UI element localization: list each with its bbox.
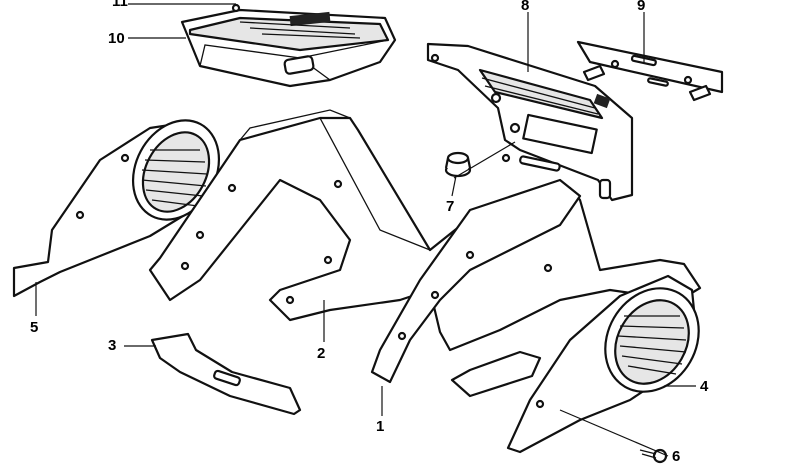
screw-part xyxy=(639,448,668,464)
right-upright xyxy=(370,178,582,398)
callout-6: 6 xyxy=(672,448,681,465)
callout-2: 2 xyxy=(317,345,326,362)
strip-bracket xyxy=(576,40,724,102)
central-frame xyxy=(148,109,702,352)
callout-1: 1 xyxy=(376,418,385,435)
callout-10: 10 xyxy=(108,30,125,47)
left-speaker-cover xyxy=(12,119,221,298)
radio-console-unit xyxy=(180,3,397,88)
callout-5: 5 xyxy=(30,319,39,336)
mounting-bracket xyxy=(426,42,634,202)
callout-9: 9 xyxy=(637,0,646,14)
leader-lines xyxy=(35,3,696,457)
callout-11: 11 xyxy=(112,0,128,10)
right-speaker-cover xyxy=(506,274,700,454)
callout-8: 8 xyxy=(521,0,530,14)
callout-7: 7 xyxy=(446,198,455,215)
knob-part xyxy=(444,151,472,178)
callout-4: 4 xyxy=(700,378,709,395)
small-bracket xyxy=(150,332,302,416)
callout-3: 3 xyxy=(108,337,117,354)
